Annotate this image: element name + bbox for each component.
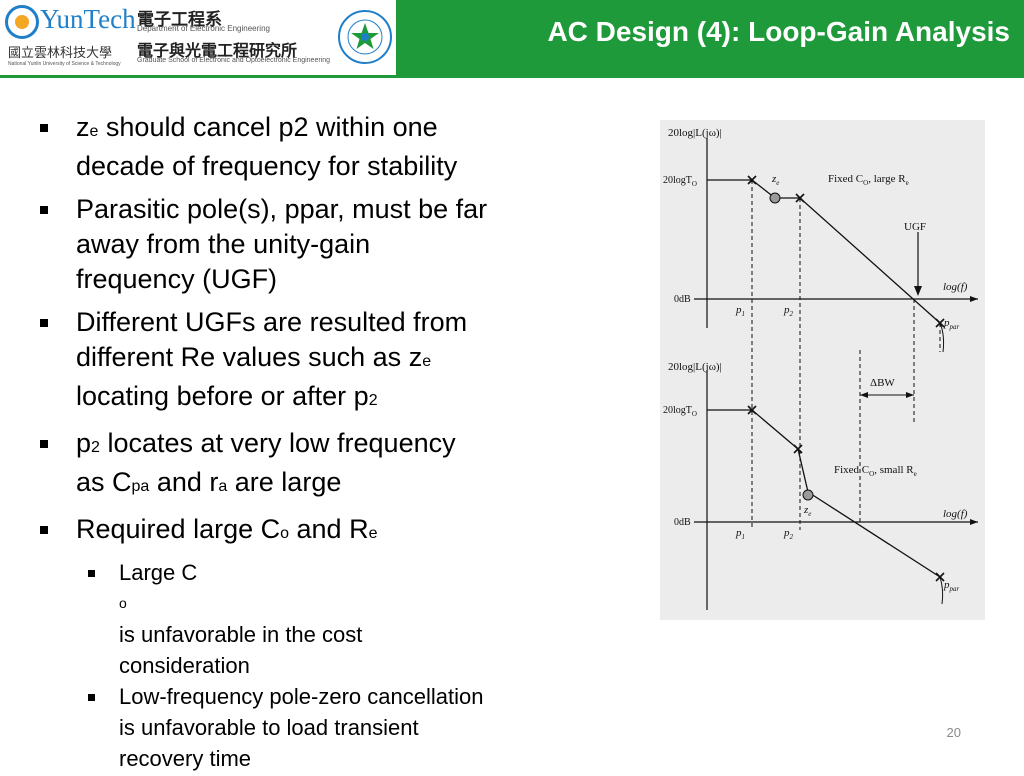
bullet-text: Large C: [119, 560, 198, 585]
top-note: Fixed CO, large Re: [828, 173, 909, 187]
bullet-text: frequency (UGF): [76, 264, 278, 294]
bullet-text: is unfavorable to load transient: [119, 715, 419, 740]
bullet-text: away from the unity-gain: [76, 229, 371, 259]
top-p2-label: p2: [783, 304, 794, 318]
top-ze-label: ze: [771, 173, 779, 187]
bullet-text: decade of frequency for stability: [76, 151, 458, 181]
subscript: 2: [91, 439, 100, 456]
pole-marker: [747, 405, 757, 415]
logo-univ-english: National Yunlin University of Science & …: [8, 61, 121, 67]
bottom-gain-label: 20logTO: [663, 405, 697, 418]
subscript: o: [280, 525, 290, 542]
page-number: 20: [946, 725, 961, 740]
bode-diagram: 20log|L(jω)| 20logTO ze Fixed CO, large …: [663, 127, 978, 610]
subscript: 2: [368, 392, 378, 409]
bullet-list: ze should cancel p2 within one decade of…: [38, 110, 608, 776]
bullet-text: as C: [76, 467, 132, 497]
bullet-text: Different UGFs are resulted from: [76, 307, 468, 337]
top-ylabel: 20log|L(jω)|: [668, 127, 722, 139]
bottom-p2-label: p2: [783, 527, 794, 541]
bullet-item: Parasitic pole(s), ppar, must be far awa…: [38, 192, 608, 297]
logo-grad-chinese: 電子與光電工程研究所: [137, 43, 298, 60]
slide-title: AC Design (4): Loop-Gain Analysis: [547, 16, 1010, 47]
sub-bullet-item: Low-frequency pole-zero cancellation is u…: [38, 681, 608, 774]
logo-banner: YunTech 電子工程系 Department of Electronic E…: [0, 0, 396, 77]
pole-marker: [935, 572, 945, 582]
logo-dept-chinese: 電子工程系: [137, 10, 222, 29]
bullet-text: locates at very low frequency: [99, 428, 456, 458]
logo-univ-chinese: 國立雲林科技大學: [8, 45, 113, 60]
pole-marker: [793, 444, 803, 454]
slide-header: YunTech 電子工程系 Department of Electronic E…: [0, 0, 1024, 78]
delta-bw-label: ΔBW: [870, 377, 895, 389]
sub-bullet-item: Large C o is unfavorable in the cost consi…: [38, 557, 608, 681]
bottom-ppar-label: ppar: [943, 579, 960, 593]
bottom-ylabel: 20log|L(jω)|: [668, 361, 722, 373]
bullet-item: p2 locates at very low frequency as Cpa …: [38, 426, 608, 504]
bullet-text: Parasitic pole(s), ppar, must be far: [76, 194, 488, 224]
bottom-zero-db: 0dB: [674, 517, 691, 528]
top-gain-label: 20logTO: [663, 175, 697, 188]
yuntech-logo-icon: [5, 5, 39, 39]
bullet-item: ze should cancel p2 within one decade of…: [38, 110, 608, 184]
header-divider: [0, 75, 1024, 78]
bullet-text: and r: [149, 467, 219, 497]
title-bar: AC Design (4): Loop-Gain Analysis: [396, 0, 1024, 77]
bullet-text: Required large C: [76, 514, 281, 544]
bullet-text: z: [76, 112, 90, 142]
bullet-text: and R: [289, 514, 369, 544]
bullet-text: p: [76, 428, 92, 458]
logo-english: YunTech: [40, 4, 136, 34]
bottom-p1-label: p1: [735, 527, 745, 541]
bullet-text: consideration: [119, 653, 250, 678]
bullet-text: is unfavorable in the cost: [119, 622, 363, 647]
bottom-xlabel: log(f): [943, 508, 968, 520]
subscript: a: [218, 478, 228, 495]
bullet-text: different Re values such as z: [76, 342, 423, 372]
bullet-item: Different UGFs are resulted from differe…: [38, 305, 608, 418]
logo-grad-english: Graduate School of Electronic and Optoel…: [137, 57, 331, 64]
loop-gain-figure: 20log|L(jω)| 20logTO ze Fixed CO, large …: [660, 120, 985, 620]
ugf-label: UGF: [904, 221, 926, 233]
bottom-ze-label: ze: [803, 504, 811, 518]
top-p1-label: p1: [735, 304, 745, 318]
bullet-item: Required large Co and Re: [38, 512, 608, 551]
zero-marker: [802, 489, 814, 501]
zero-marker: [769, 192, 781, 204]
subscript: pa: [131, 478, 150, 495]
subscript: e: [89, 123, 99, 140]
bullet-text: recovery time: [119, 746, 252, 771]
top-xlabel: log(f): [943, 281, 968, 293]
bottom-note: Fixed CO, small Re: [834, 464, 917, 478]
subscript: e: [368, 525, 378, 542]
top-zero-db: 0dB: [674, 294, 691, 305]
logo-dept-english: Department of Electronic Engineering: [137, 24, 270, 33]
department-seal-icon: [338, 10, 392, 64]
subscript: e: [422, 353, 432, 370]
top-ppar-label: ppar: [943, 317, 960, 331]
bullet-text: are large: [227, 467, 342, 497]
bullet-text: locating before or after p: [76, 381, 369, 411]
bullet-text: should cancel p2 within one: [98, 112, 438, 142]
subscript: o: [119, 595, 127, 611]
bullet-text: Low-frequency pole-zero cancellation: [119, 684, 484, 709]
